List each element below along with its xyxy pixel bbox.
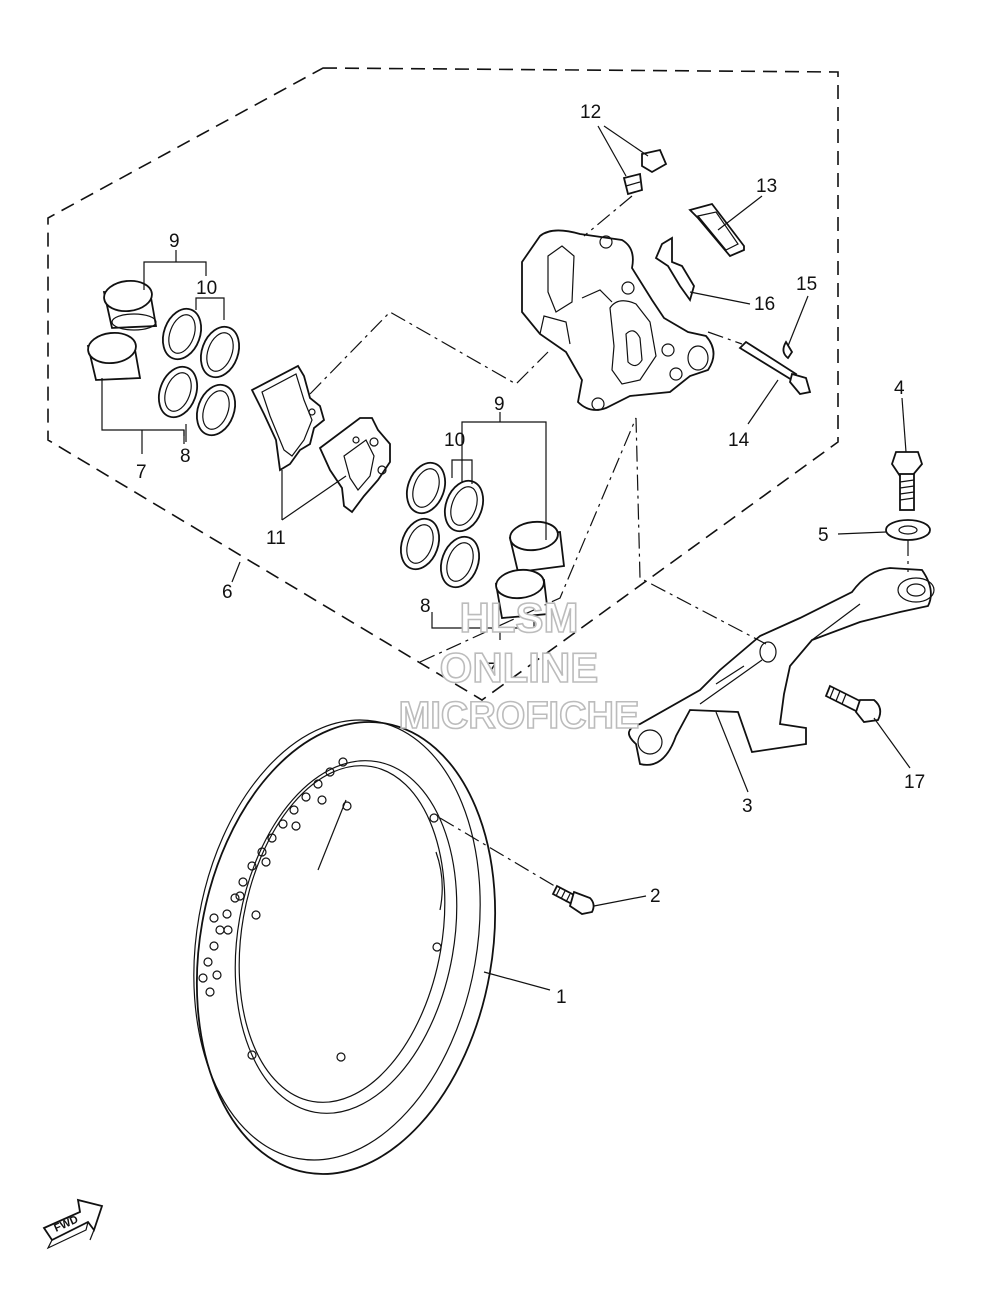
leader-lines <box>101 125 911 991</box>
callout-numbers: 1 2 3 4 5 6 7 7 8 8 9 9 10 10 11 12 13 1… <box>136 102 925 1008</box>
pad-pin <box>738 340 812 395</box>
callout-11: 11 <box>266 528 286 549</box>
pin-clip <box>782 340 794 360</box>
brake-disc <box>193 719 497 1175</box>
fwd-arrow-icon: FWD <box>42 1198 104 1250</box>
callout-4: 4 <box>894 378 905 399</box>
bleed-screw <box>622 148 668 196</box>
callout-7-left: 7 <box>136 462 147 483</box>
callout-16: 16 <box>754 294 775 315</box>
callout-9-right: 9 <box>494 394 505 415</box>
callout-8-right: 8 <box>420 596 431 617</box>
watermark-line-3: MICROFICHE <box>399 695 640 737</box>
callout-10-right: 10 <box>444 430 465 451</box>
callout-1: 1 <box>556 987 567 1008</box>
callout-9-left: 9 <box>169 231 180 252</box>
piston-seals-right <box>399 461 485 589</box>
bracket-washer <box>885 519 931 541</box>
caliper-bracket <box>628 567 935 766</box>
piston-left-upper <box>102 279 158 331</box>
callout-2: 2 <box>650 886 661 907</box>
callout-12: 12 <box>580 102 601 123</box>
watermark: HLSM ONLINE MICROFICHE <box>398 593 640 738</box>
brake-pad-b <box>318 417 391 514</box>
caliper-assembly-boundary <box>47 67 839 701</box>
disc-bolt <box>439 817 595 915</box>
callout-13: 13 <box>756 176 777 197</box>
watermark-line-2: ONLINE <box>440 644 599 691</box>
callout-10-left: 10 <box>196 278 217 299</box>
pad-spring <box>688 202 745 258</box>
caliper-body <box>521 229 715 411</box>
disc-drill-holes <box>198 757 442 1062</box>
callout-6: 6 <box>222 582 233 603</box>
pad-clip <box>654 236 695 303</box>
piston-right-lower <box>494 568 550 619</box>
callout-3: 3 <box>742 796 753 817</box>
callout-7-right: 7 <box>486 660 497 681</box>
bracket-mount-bolt <box>824 684 882 723</box>
piston-left-lower <box>86 331 142 381</box>
brake-pad-a <box>250 364 326 472</box>
callout-5: 5 <box>818 525 829 546</box>
callout-14: 14 <box>728 430 750 451</box>
watermark-line-1: HLSM <box>460 594 579 641</box>
callout-15: 15 <box>796 274 817 295</box>
piston-right-upper <box>508 520 565 573</box>
callout-8-left: 8 <box>180 446 191 467</box>
piston-seals-left <box>157 307 241 437</box>
bracket-bolt <box>891 451 924 511</box>
callout-17: 17 <box>904 772 925 793</box>
